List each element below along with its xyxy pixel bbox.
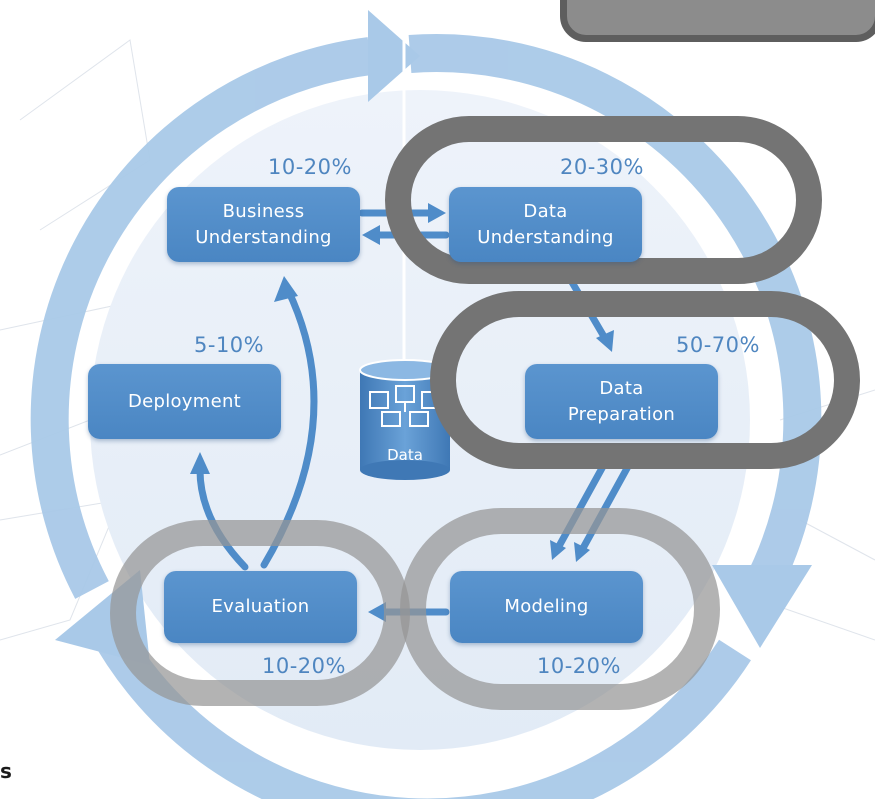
percentage-data-understanding: 20-30% xyxy=(560,155,644,179)
percentage-modeling: 10-20% xyxy=(537,654,621,678)
phase-label-line1: Business xyxy=(222,200,305,222)
top-right-callout-box xyxy=(560,0,875,42)
phase-label: Deployment xyxy=(127,390,242,412)
phase-label: Evaluation xyxy=(211,596,310,617)
percentage-deployment: 5-10% xyxy=(194,333,265,357)
phase-label-line1: Data xyxy=(523,200,568,222)
percentage-business-understanding: 10-20% xyxy=(268,155,352,179)
phase-data-understanding: Data Understanding xyxy=(449,187,642,262)
phase-deployment: Deployment xyxy=(88,364,281,439)
phase-evaluation: Evaluation xyxy=(164,571,357,643)
phase-business-understanding: Business Understanding xyxy=(167,187,360,262)
phase-label: Modeling xyxy=(504,596,589,617)
phase-label-line2: Understanding xyxy=(195,226,332,248)
highlight-ring-data-understanding xyxy=(385,116,822,284)
phase-label-line1: Data xyxy=(599,377,644,399)
percentage-data-preparation: 50-70% xyxy=(676,333,760,357)
phase-label-line2: Understanding xyxy=(477,226,614,248)
phase-label-line2: Preparation xyxy=(567,403,676,425)
percentage-evaluation: 10-20% xyxy=(262,654,346,678)
caption-fragment: s xyxy=(0,759,12,783)
phase-data-preparation: Data Preparation xyxy=(525,364,718,439)
phase-modeling: Modeling xyxy=(450,571,643,643)
database-label: Data xyxy=(387,446,423,464)
